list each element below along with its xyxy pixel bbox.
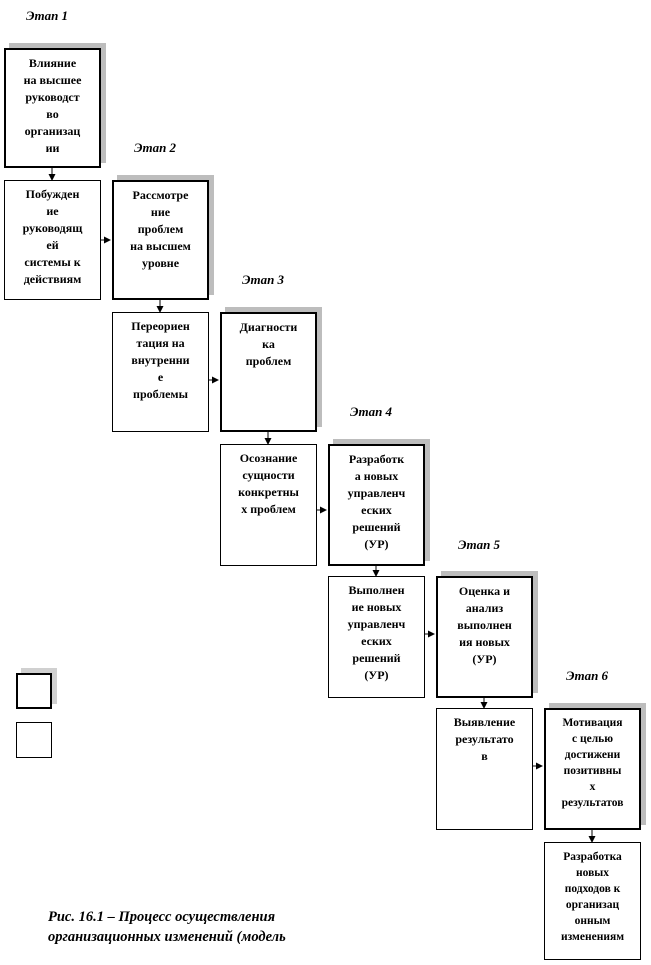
legend-stage-box — [16, 673, 52, 709]
caption-line-2: организационных изменений (модель — [48, 929, 286, 945]
stage-label-4: Этап 4 — [350, 404, 393, 419]
stage-label-6: Этап 6 — [566, 668, 609, 683]
caption-line-1: Рис. 16.1 – Процесс осуществления — [48, 909, 276, 925]
figure-caption: Рис. 16.1 – Процесс осуществления органи… — [48, 907, 408, 947]
stage-label-2: Этап 2 — [134, 140, 177, 155]
stage-label-5: Этап 5 — [458, 537, 501, 552]
stage-label-1: Этап 1 — [26, 8, 69, 23]
legend-plain-box — [16, 722, 52, 758]
stage-label-3: Этап 3 — [242, 272, 285, 287]
